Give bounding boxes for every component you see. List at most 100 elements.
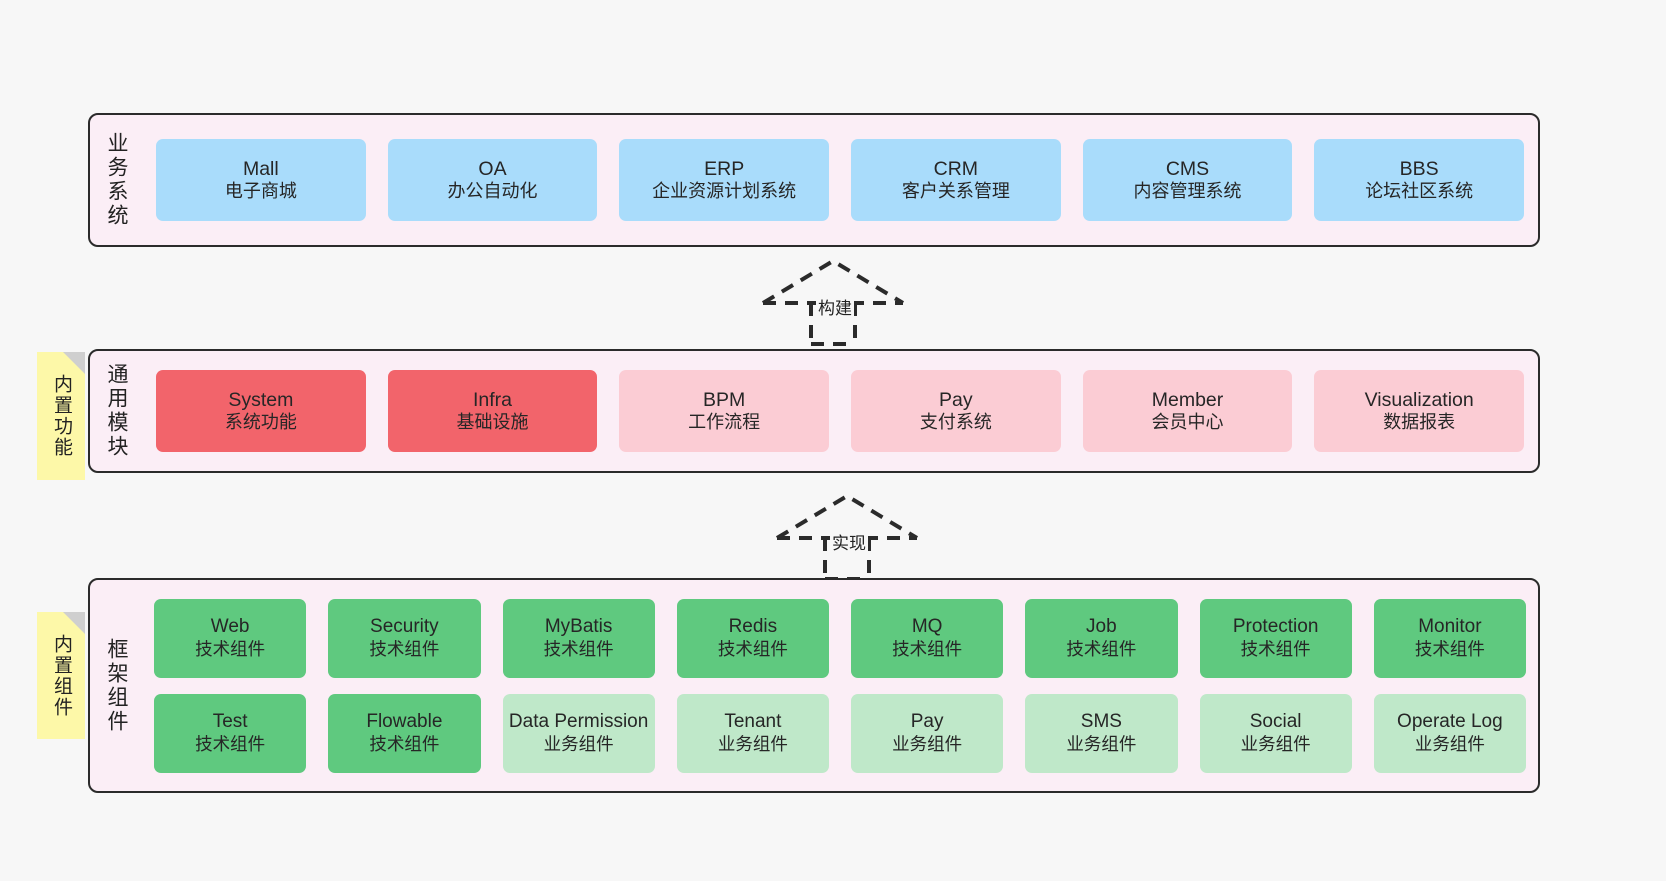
connector-build: 构建 bbox=[758, 258, 908, 346]
box-en-label: Test bbox=[212, 711, 248, 733]
sticky-note-builtin-features: 内置功能 bbox=[37, 352, 85, 480]
box-cn-label: 会员中心 bbox=[1151, 411, 1224, 432]
framework-row-tech: Web 技术组件 Security 技术组件 MyBatis 技术组件 Redi… bbox=[154, 598, 1526, 678]
module-box-pay[interactable]: Pay 支付系统 bbox=[851, 370, 1061, 452]
business-box-oa[interactable]: OA 办公自动化 bbox=[387, 139, 598, 221]
module-box-member[interactable]: Member 会员中心 bbox=[1082, 370, 1293, 452]
framework-box-web[interactable]: Web 技术组件 bbox=[154, 598, 307, 678]
framework-box-security[interactable]: Security 技术组件 bbox=[328, 598, 481, 678]
framework-box-monitor[interactable]: Monitor 技术组件 bbox=[1373, 598, 1526, 678]
modules-row: System 系统功能 Infra 基础设施 BPM 工作流程 Pay 支付系统… bbox=[156, 370, 1525, 452]
box-cn-label: 内容管理系统 bbox=[1133, 180, 1242, 201]
box-en-label: Tenant bbox=[724, 711, 782, 733]
box-cn-label: 办公自动化 bbox=[447, 180, 538, 201]
framework-box-mq[interactable]: MQ 技术组件 bbox=[851, 598, 1004, 678]
box-en-label: Monitor bbox=[1418, 616, 1482, 638]
business-box-mall[interactable]: Mall 电子商城 bbox=[156, 139, 366, 221]
layer-panel-business: 业务系统 Mall 电子商城 OA 办公自动化 ERP 企业资源计划系统 CRM… bbox=[88, 113, 1540, 247]
box-en-label: System bbox=[228, 388, 294, 411]
box-en-label: Web bbox=[210, 616, 250, 638]
business-box-cms[interactable]: CMS 内容管理系统 bbox=[1082, 139, 1293, 221]
box-en-label: CMS bbox=[1165, 157, 1210, 180]
box-en-label: SMS bbox=[1080, 711, 1122, 733]
layer-panel-modules: 通用模块 System 系统功能 Infra 基础设施 BPM 工作流程 Pay… bbox=[88, 349, 1540, 473]
box-cn-label: 业务组件 bbox=[1066, 733, 1137, 754]
box-cn-label: 业务组件 bbox=[1240, 733, 1311, 754]
box-en-label: Operate Log bbox=[1397, 711, 1503, 733]
box-cn-label: 数据报表 bbox=[1383, 411, 1456, 432]
framework-box-job[interactable]: Job 技术组件 bbox=[1025, 598, 1178, 678]
connector-implement: 实现 bbox=[772, 493, 922, 581]
sticky-note-label: 内置功能 bbox=[50, 374, 72, 458]
box-en-label: Job bbox=[1086, 616, 1117, 638]
box-cn-label: 技术组件 bbox=[1240, 638, 1311, 659]
module-box-system[interactable]: System 系统功能 bbox=[156, 370, 366, 452]
box-cn-label: 客户关系管理 bbox=[901, 180, 1010, 201]
box-en-label: Security bbox=[370, 616, 439, 638]
box-en-label: Infra bbox=[472, 388, 513, 411]
box-cn-label: 电子商城 bbox=[224, 180, 297, 201]
box-en-label: MQ bbox=[911, 616, 943, 638]
box-cn-label: 业务组件 bbox=[1414, 733, 1485, 754]
framework-box-flowable[interactable]: Flowable 技术组件 bbox=[328, 693, 481, 773]
layer-title-framework: 框架组件 bbox=[105, 637, 129, 734]
box-en-label: Data Permission bbox=[508, 711, 649, 733]
box-en-label: Visualization bbox=[1364, 388, 1474, 411]
module-box-visualization[interactable]: Visualization 数据报表 bbox=[1314, 370, 1525, 452]
box-en-label: BBS bbox=[1399, 157, 1439, 180]
box-cn-label: 技术组件 bbox=[369, 638, 440, 659]
connector-label-implement: 实现 bbox=[830, 529, 868, 554]
layer-body-framework: Web 技术组件 Security 技术组件 MyBatis 技术组件 Redi… bbox=[142, 580, 1538, 791]
box-cn-label: 技术组件 bbox=[1414, 638, 1485, 659]
module-box-infra[interactable]: Infra 基础设施 bbox=[387, 370, 598, 452]
layer-title-business: 业务系统 bbox=[105, 132, 129, 228]
framework-box-redis[interactable]: Redis 技术组件 bbox=[676, 598, 829, 678]
box-en-label: CRM bbox=[933, 157, 979, 180]
box-cn-label: 论坛社区系统 bbox=[1365, 180, 1474, 201]
box-cn-label: 技术组件 bbox=[543, 638, 614, 659]
box-en-label: OA bbox=[478, 157, 507, 180]
business-box-erp[interactable]: ERP 企业资源计划系统 bbox=[619, 139, 830, 221]
layer-panel-framework: 框架组件 Web 技术组件 Security 技术组件 MyBatis 技术组件… bbox=[88, 578, 1540, 793]
connector-label-build: 构建 bbox=[816, 294, 854, 319]
box-en-label: Pay bbox=[939, 388, 973, 411]
framework-row-business: Test 技术组件 Flowable 技术组件 Data Permission … bbox=[154, 693, 1526, 773]
layer-title-modules: 通用模块 bbox=[105, 363, 129, 459]
framework-box-data-permission[interactable]: Data Permission 业务组件 bbox=[502, 693, 655, 773]
box-en-label: Protection bbox=[1232, 616, 1319, 638]
framework-box-pay[interactable]: Pay 业务组件 bbox=[851, 693, 1004, 773]
box-en-label: Pay bbox=[910, 711, 944, 733]
business-box-bbs[interactable]: BBS 论坛社区系统 bbox=[1314, 139, 1525, 221]
framework-box-social[interactable]: Social 业务组件 bbox=[1199, 693, 1352, 773]
box-en-label: Mall bbox=[242, 157, 279, 180]
box-en-label: MyBatis bbox=[544, 616, 613, 638]
framework-box-operate-log[interactable]: Operate Log 业务组件 bbox=[1373, 693, 1526, 773]
box-cn-label: 技术组件 bbox=[717, 638, 788, 659]
box-cn-label: 业务组件 bbox=[717, 733, 788, 754]
box-cn-label: 业务组件 bbox=[892, 733, 963, 754]
layer-body-business: Mall 电子商城 OA 办公自动化 ERP 企业资源计划系统 CRM 客户关系… bbox=[142, 115, 1538, 245]
framework-box-protection[interactable]: Protection 技术组件 bbox=[1199, 598, 1352, 678]
box-cn-label: 技术组件 bbox=[1066, 638, 1137, 659]
box-cn-label: 技术组件 bbox=[195, 638, 266, 659]
business-box-crm[interactable]: CRM 客户关系管理 bbox=[851, 139, 1061, 221]
module-box-bpm[interactable]: BPM 工作流程 bbox=[619, 370, 830, 452]
sticky-note-builtin-components: 内置组件 bbox=[37, 612, 85, 739]
box-cn-label: 技术组件 bbox=[195, 733, 266, 754]
box-cn-label: 技术组件 bbox=[892, 638, 963, 659]
framework-box-mybatis[interactable]: MyBatis 技术组件 bbox=[502, 598, 655, 678]
box-en-label: Member bbox=[1151, 388, 1224, 411]
framework-box-test[interactable]: Test 技术组件 bbox=[154, 693, 307, 773]
framework-box-tenant[interactable]: Tenant 业务组件 bbox=[676, 693, 829, 773]
box-cn-label: 基础设施 bbox=[456, 411, 529, 432]
box-en-label: BPM bbox=[703, 388, 746, 411]
framework-box-sms[interactable]: SMS 业务组件 bbox=[1025, 693, 1178, 773]
business-row: Mall 电子商城 OA 办公自动化 ERP 企业资源计划系统 CRM 客户关系… bbox=[156, 139, 1525, 221]
page-fold-icon bbox=[63, 352, 85, 374]
layer-body-modules: System 系统功能 Infra 基础设施 BPM 工作流程 Pay 支付系统… bbox=[142, 351, 1538, 471]
box-cn-label: 工作流程 bbox=[688, 411, 761, 432]
box-cn-label: 支付系统 bbox=[919, 411, 992, 432]
sticky-note-label: 内置组件 bbox=[50, 633, 72, 718]
box-en-label: ERP bbox=[704, 157, 745, 180]
